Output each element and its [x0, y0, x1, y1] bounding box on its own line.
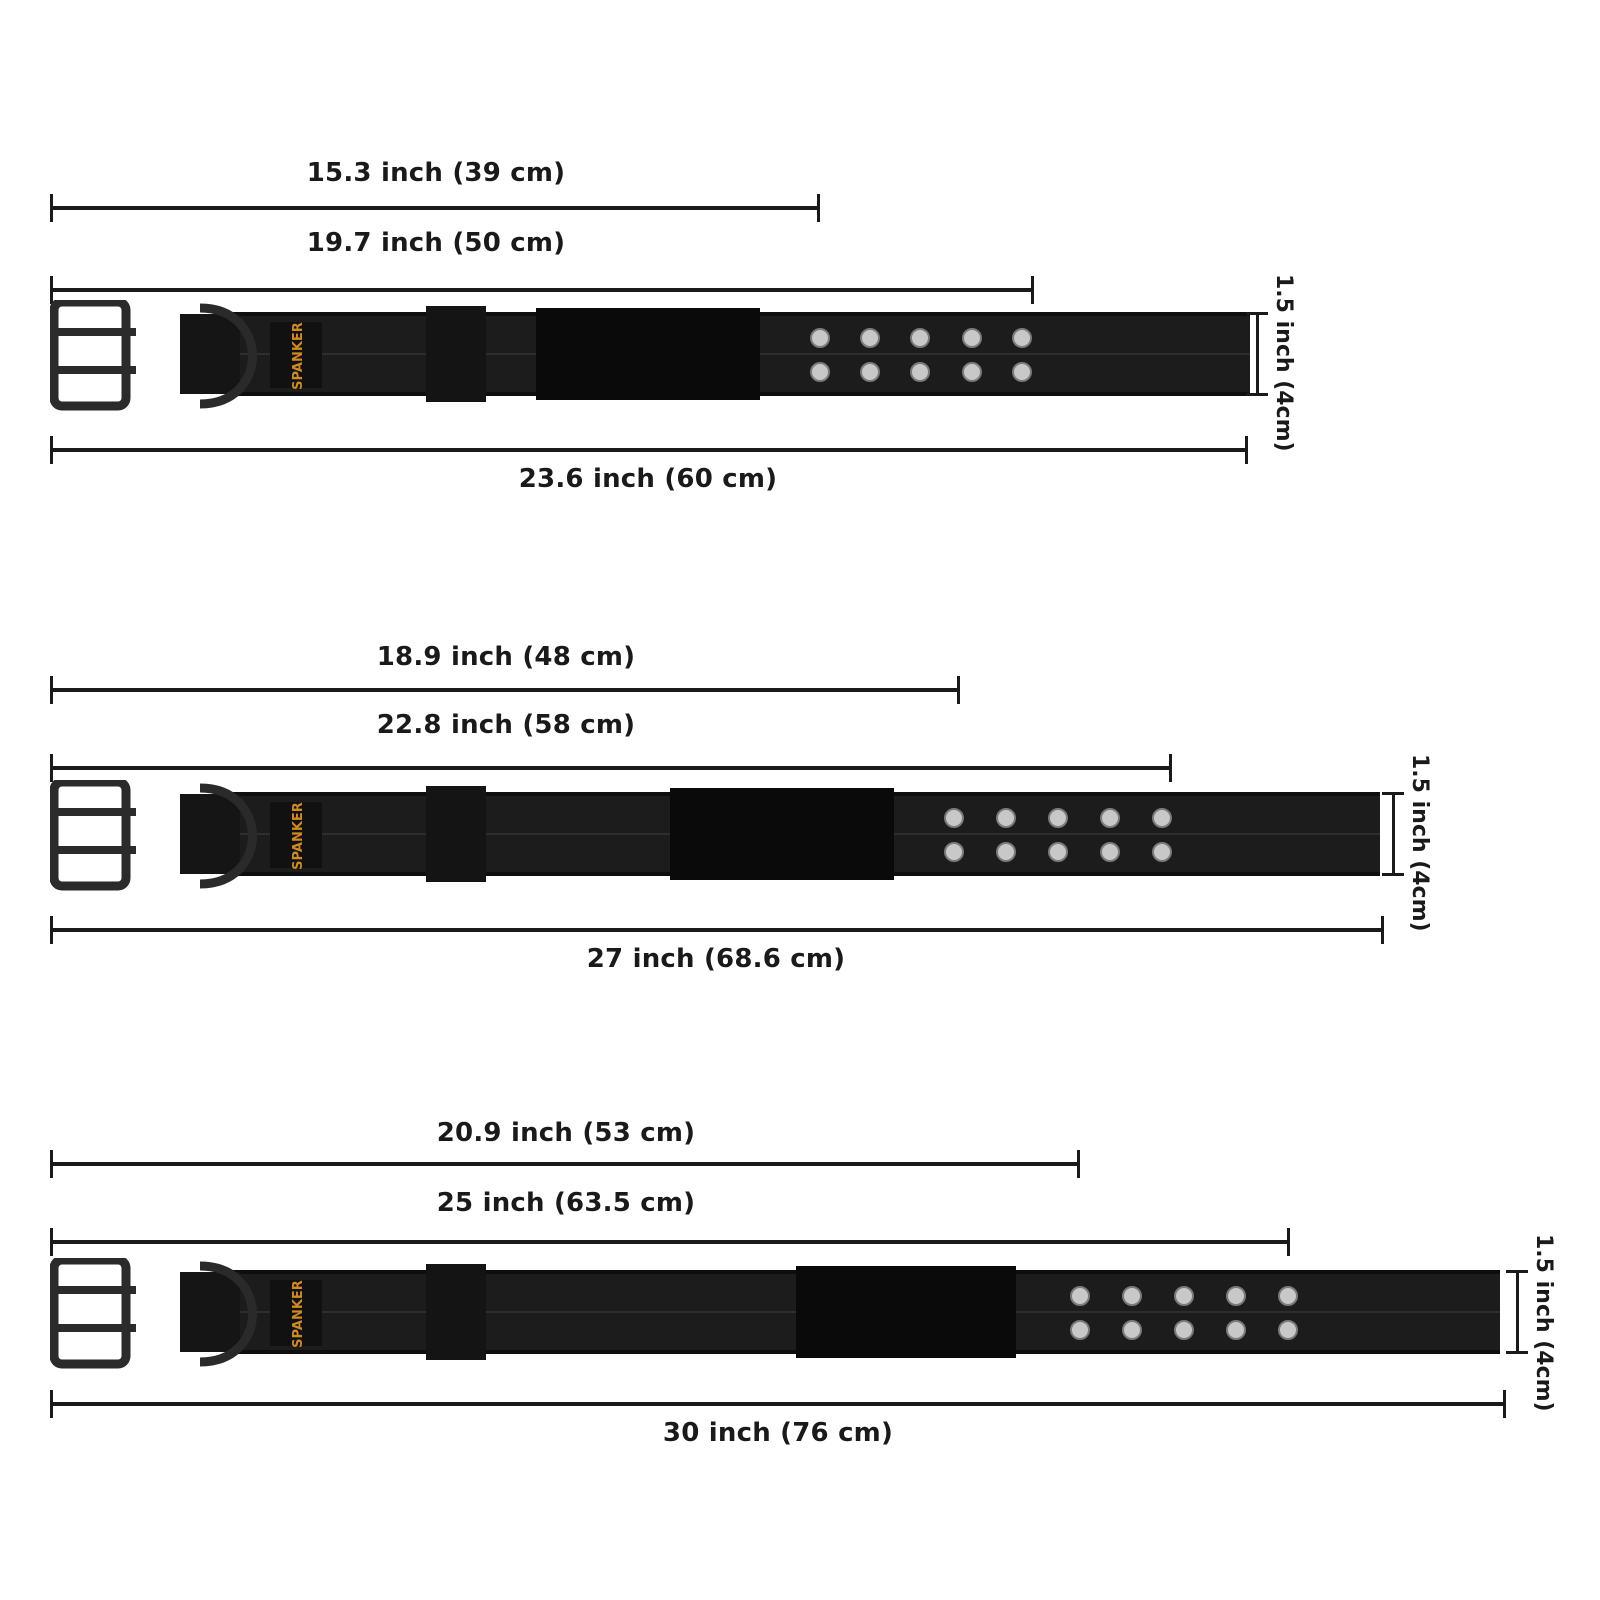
- collar-3: SPANKER: [50, 1258, 1500, 1369]
- buckle-icon: [50, 300, 131, 411]
- width-label: 1.5 inch (4cm): [1531, 1234, 1556, 1412]
- strap-keeper: [426, 306, 486, 402]
- strap-keeper: [426, 786, 486, 882]
- velcro-patch: [796, 1266, 1016, 1358]
- grommets: [944, 808, 1172, 862]
- buckle-icon: [50, 780, 131, 891]
- size-2-measure-line: [50, 754, 1172, 782]
- width-measure-line: [1246, 312, 1268, 396]
- brand-tag: SPANKER: [291, 322, 306, 390]
- size-1-measure-line: [50, 1150, 1080, 1178]
- width-label: 1.5 inch (4cm): [1407, 754, 1432, 932]
- grommets: [1070, 1286, 1298, 1340]
- size-1-label: 18.9 inch (48 cm): [376, 642, 636, 672]
- d-ring-icon: [199, 1261, 257, 1367]
- size-2-label: 19.7 inch (50 cm): [306, 228, 566, 258]
- velcro-patch: [670, 788, 894, 880]
- brand-tag: SPANKER: [291, 1280, 306, 1348]
- velcro-patch: [536, 308, 760, 400]
- width-label: 1.5 inch (4cm): [1271, 274, 1296, 452]
- total-label: 27 inch (68.6 cm): [586, 944, 846, 974]
- total-measure-line: [50, 436, 1248, 464]
- collar-2: SPANKER: [50, 780, 1380, 891]
- total-measure-line: [50, 1390, 1506, 1418]
- total-label: 23.6 inch (60 cm): [518, 464, 778, 494]
- d-ring-icon: [199, 303, 257, 409]
- size-2-label: 22.8 inch (58 cm): [376, 710, 636, 740]
- buckle-icon: [50, 1258, 131, 1369]
- collar-1: SPANKER: [50, 300, 1250, 411]
- size-1-measure-line: [50, 676, 960, 704]
- size-1-measure-line: [50, 194, 820, 222]
- size-2-measure-line: [50, 1228, 1290, 1256]
- width-measure-line: [1382, 792, 1404, 876]
- width-measure-line: [1506, 1270, 1528, 1354]
- grommets: [810, 328, 1032, 382]
- size-1-label: 15.3 inch (39 cm): [306, 158, 566, 188]
- brand-tag: SPANKER: [291, 802, 306, 870]
- total-measure-line: [50, 916, 1384, 944]
- size-2-label: 25 inch (63.5 cm): [436, 1188, 696, 1218]
- strap-keeper: [426, 1264, 486, 1360]
- size-2-measure-line: [50, 276, 1034, 304]
- total-label: 30 inch (76 cm): [662, 1418, 894, 1448]
- d-ring-icon: [199, 783, 257, 889]
- size-1-label: 20.9 inch (53 cm): [436, 1118, 696, 1148]
